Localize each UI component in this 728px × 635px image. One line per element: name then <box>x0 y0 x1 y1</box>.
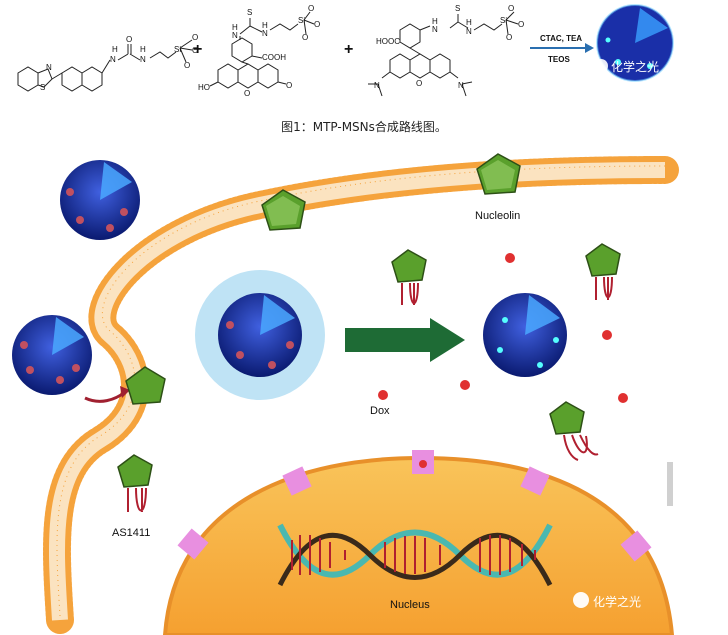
nuclear-pore <box>620 530 652 562</box>
molecule-2-labels: S H N H N O Si O O COOH HO O O <box>198 4 320 98</box>
mol2-atom: N <box>262 29 268 38</box>
mol2-atom: H <box>232 23 238 32</box>
release-arrow <box>345 318 465 362</box>
dox-dot <box>505 253 515 263</box>
mol1-atom: N <box>46 63 52 72</box>
mol2-atom: Si <box>298 16 305 25</box>
mol3-atom: N <box>432 25 438 34</box>
mol3-atom: N <box>466 27 472 36</box>
as1411-label: AS1411 <box>112 527 150 539</box>
dna-helix <box>277 523 553 587</box>
nucleolin-label: Nucleolin <box>475 210 520 222</box>
plus-sign-1: + <box>193 41 202 58</box>
nanoparticle-outside <box>60 160 140 240</box>
reagent-label-1: CTAC, TEA <box>540 34 582 43</box>
nucleolin-aptamer-2 <box>585 243 621 300</box>
watermark-top: 化学之光 <box>594 59 659 74</box>
mol2-atom: COOH <box>262 53 286 62</box>
watermark-bottom: 化学之光 <box>573 592 641 609</box>
mol2-atom: H <box>262 21 268 30</box>
mol3-atom: O <box>506 33 512 42</box>
reagent-label-2: TEOS <box>548 55 570 64</box>
dox-dot <box>378 390 388 400</box>
endosome <box>195 270 325 400</box>
mol3-atom: N <box>458 81 464 90</box>
mol2-atom: HO <box>198 83 210 92</box>
molecule-1 <box>17 39 193 92</box>
mol3-atom: Si <box>500 16 507 25</box>
dox-dot <box>602 330 612 340</box>
cell-membrane <box>43 156 679 634</box>
edge-marker <box>667 462 673 506</box>
mol3-atom: H <box>432 17 438 26</box>
synthesis-scheme: S N H N H N O Si O O O + S H N H N O <box>17 4 674 98</box>
mol2-atom: S <box>247 8 252 17</box>
reaction-arrow <box>530 43 594 53</box>
mol3-atom: S <box>455 4 460 13</box>
plus-sign-2: + <box>344 41 353 58</box>
mol1-atom: Si <box>174 45 181 54</box>
mol2-atom: O <box>244 89 250 98</box>
figure-caption: 图1：MTP-MSNs合成路线图。 <box>281 120 447 134</box>
mol1-atom: S <box>40 83 45 92</box>
dox-dot <box>460 380 470 390</box>
binding-arrowhead <box>120 386 130 398</box>
mol2-atom: O <box>314 20 320 29</box>
svg-text:化学之光: 化学之光 <box>593 594 641 609</box>
svg-text:化学之光: 化学之光 <box>611 59 659 74</box>
cell-uptake-diagram: Nucleolin AS1411 Dox <box>12 153 679 635</box>
mol3-atom: O <box>508 4 514 13</box>
mol1-atom: O <box>126 35 132 44</box>
nanoparticle-released <box>483 293 567 377</box>
molecule-3-labels: S HOOC H N H N O Si O O N N O <box>374 4 524 90</box>
mol2-atom: N <box>232 31 238 40</box>
mol1-atom: N <box>140 55 146 64</box>
nucleolin-aptamer-3 <box>549 401 599 461</box>
mol1-atom: H <box>140 45 146 54</box>
nuclear-pore <box>177 528 209 560</box>
mol1-atom: O <box>192 46 198 55</box>
mol2-atom: O <box>286 81 292 90</box>
nucleolin-binding <box>125 366 166 405</box>
mol3-atom: O <box>416 79 422 88</box>
mol1-atom: O <box>184 61 190 70</box>
nucleolin-membrane-1 <box>261 189 306 231</box>
mol3-atom: H <box>466 18 472 27</box>
nucleus <box>162 450 675 635</box>
nuclear-pore <box>520 466 550 496</box>
mol1-atom: N <box>110 55 116 64</box>
mol2-atom: O <box>308 4 314 13</box>
dox-dot <box>618 393 628 403</box>
mol3-atom: N <box>374 81 380 90</box>
mol3-atom: O <box>518 20 524 29</box>
nucleus-label: Nucleus <box>390 599 430 611</box>
molecule-3 <box>368 11 519 97</box>
mol1-atom: H <box>112 45 118 54</box>
product-nanoparticle <box>596 4 674 82</box>
dox-label: Dox <box>370 405 390 417</box>
nucleolin-membrane-2 <box>476 153 521 195</box>
mol3-atom: HOOC <box>376 37 400 46</box>
as1411-aptamer <box>117 454 153 512</box>
nanoparticle-binding <box>12 315 92 395</box>
mol1-atom: O <box>192 33 198 42</box>
nucleolin-aptamer-1 <box>391 249 427 305</box>
molecule-2 <box>209 11 315 89</box>
nuclear-pore <box>282 466 312 496</box>
molecule-1-labels: S N H N H N O Si O O O <box>40 33 198 92</box>
mol2-atom: O <box>302 33 308 42</box>
